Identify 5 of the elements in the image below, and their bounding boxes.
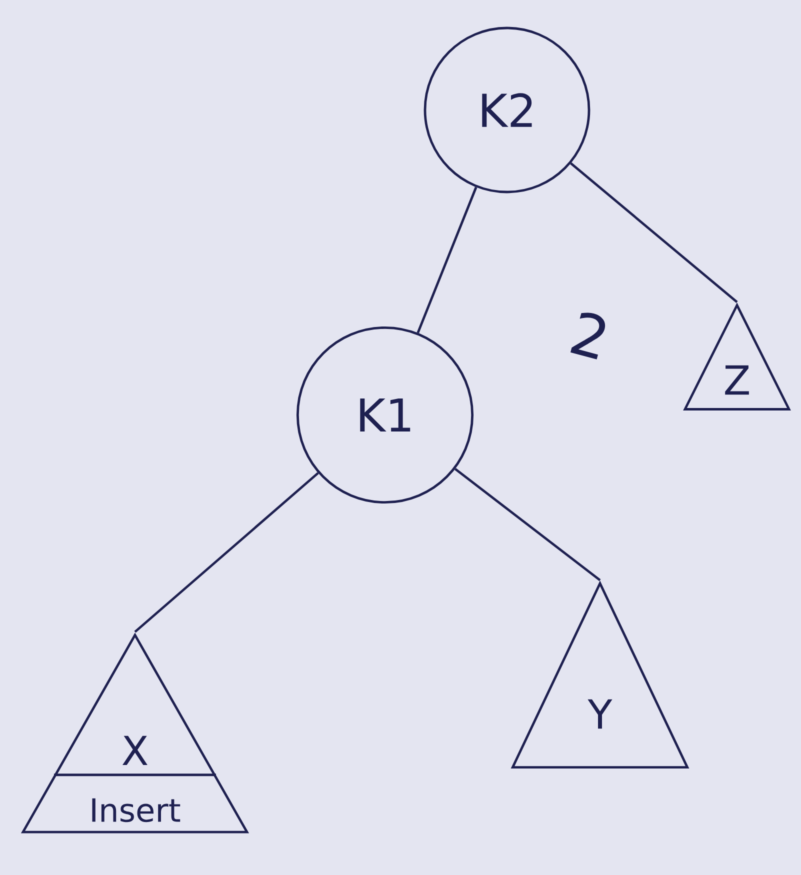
height-label: 2 — [570, 312, 606, 360]
tree-edge — [570, 162, 738, 304]
tree-edge — [134, 472, 319, 633]
tree-edge — [454, 468, 601, 582]
tree-edge — [416, 186, 478, 334]
